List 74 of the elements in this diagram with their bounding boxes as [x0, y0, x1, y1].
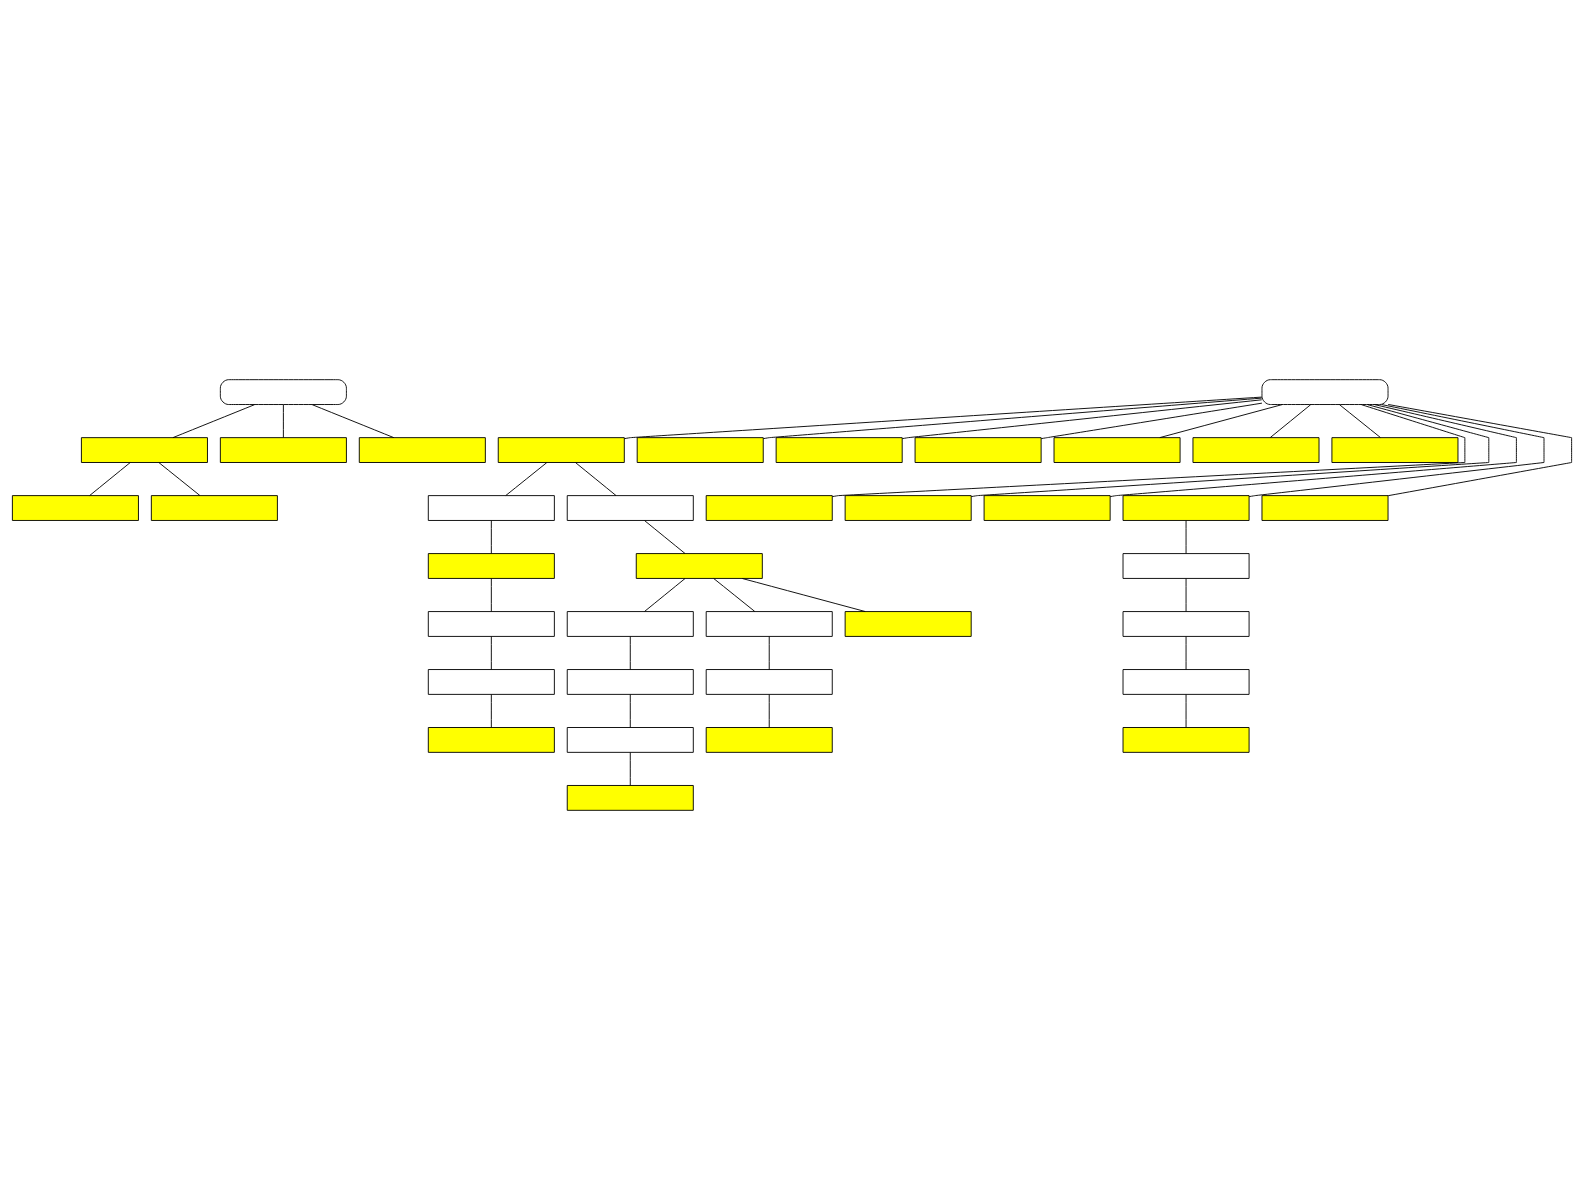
node-box — [1192, 437, 1320, 463]
node-box — [11, 495, 139, 521]
connector — [831, 404, 1466, 498]
connector — [623, 396, 1263, 440]
node-box — [219, 437, 347, 463]
connector — [1159, 404, 1283, 439]
connector — [490, 694, 492, 728]
connector — [575, 462, 617, 496]
node-box — [150, 495, 278, 521]
node-box — [358, 437, 486, 463]
connector — [1339, 404, 1381, 438]
connector — [741, 578, 866, 612]
node-box — [1261, 495, 1389, 521]
connector — [282, 404, 284, 438]
node-box — [566, 727, 694, 753]
connector — [490, 578, 492, 612]
connector — [768, 636, 770, 670]
connector — [490, 520, 492, 554]
connector — [1185, 636, 1187, 670]
node-box — [705, 727, 833, 753]
node-box — [844, 495, 972, 521]
node-box — [1122, 553, 1250, 579]
node-box — [1122, 669, 1250, 695]
node-box — [844, 611, 972, 637]
connector — [490, 636, 492, 670]
connector — [1040, 402, 1263, 440]
connector — [1269, 404, 1312, 438]
connector — [505, 462, 548, 496]
node-box — [1122, 611, 1250, 637]
node-box — [636, 437, 764, 463]
connector — [901, 399, 1263, 440]
node-box — [705, 495, 833, 521]
connector — [172, 404, 256, 439]
node-box — [635, 553, 763, 579]
connector — [1185, 578, 1187, 612]
node-box — [566, 785, 694, 811]
connector — [629, 752, 631, 786]
connector — [89, 462, 131, 496]
node-box — [497, 437, 625, 463]
node-pill — [1261, 379, 1389, 405]
connector — [629, 636, 631, 670]
node-pill — [219, 379, 347, 405]
connector — [158, 462, 201, 496]
node-box — [1122, 495, 1250, 521]
node-box — [427, 669, 555, 695]
connector — [644, 520, 686, 554]
connector — [644, 578, 686, 612]
node-box — [566, 495, 694, 521]
node-box — [914, 437, 1042, 463]
connector — [970, 404, 1490, 498]
node-box — [983, 495, 1111, 521]
node-box — [427, 611, 555, 637]
connector — [1109, 404, 1517, 498]
node-box — [1122, 727, 1250, 753]
node-box — [427, 727, 555, 753]
node-box — [775, 437, 903, 463]
node-box — [705, 669, 833, 695]
node-box — [566, 611, 694, 637]
connector — [1185, 694, 1187, 728]
node-box — [80, 437, 208, 463]
connector — [1248, 404, 1545, 498]
connector — [713, 578, 756, 612]
connector — [1185, 520, 1187, 554]
connector — [762, 397, 1263, 440]
connector — [1387, 404, 1573, 497]
node-box — [566, 669, 694, 695]
node-box — [1331, 437, 1459, 463]
node-box — [705, 611, 833, 637]
connector — [768, 694, 770, 728]
node-box — [1053, 437, 1181, 463]
node-box — [427, 495, 555, 521]
node-box — [427, 553, 555, 579]
connector — [629, 694, 631, 728]
connector — [311, 404, 395, 439]
